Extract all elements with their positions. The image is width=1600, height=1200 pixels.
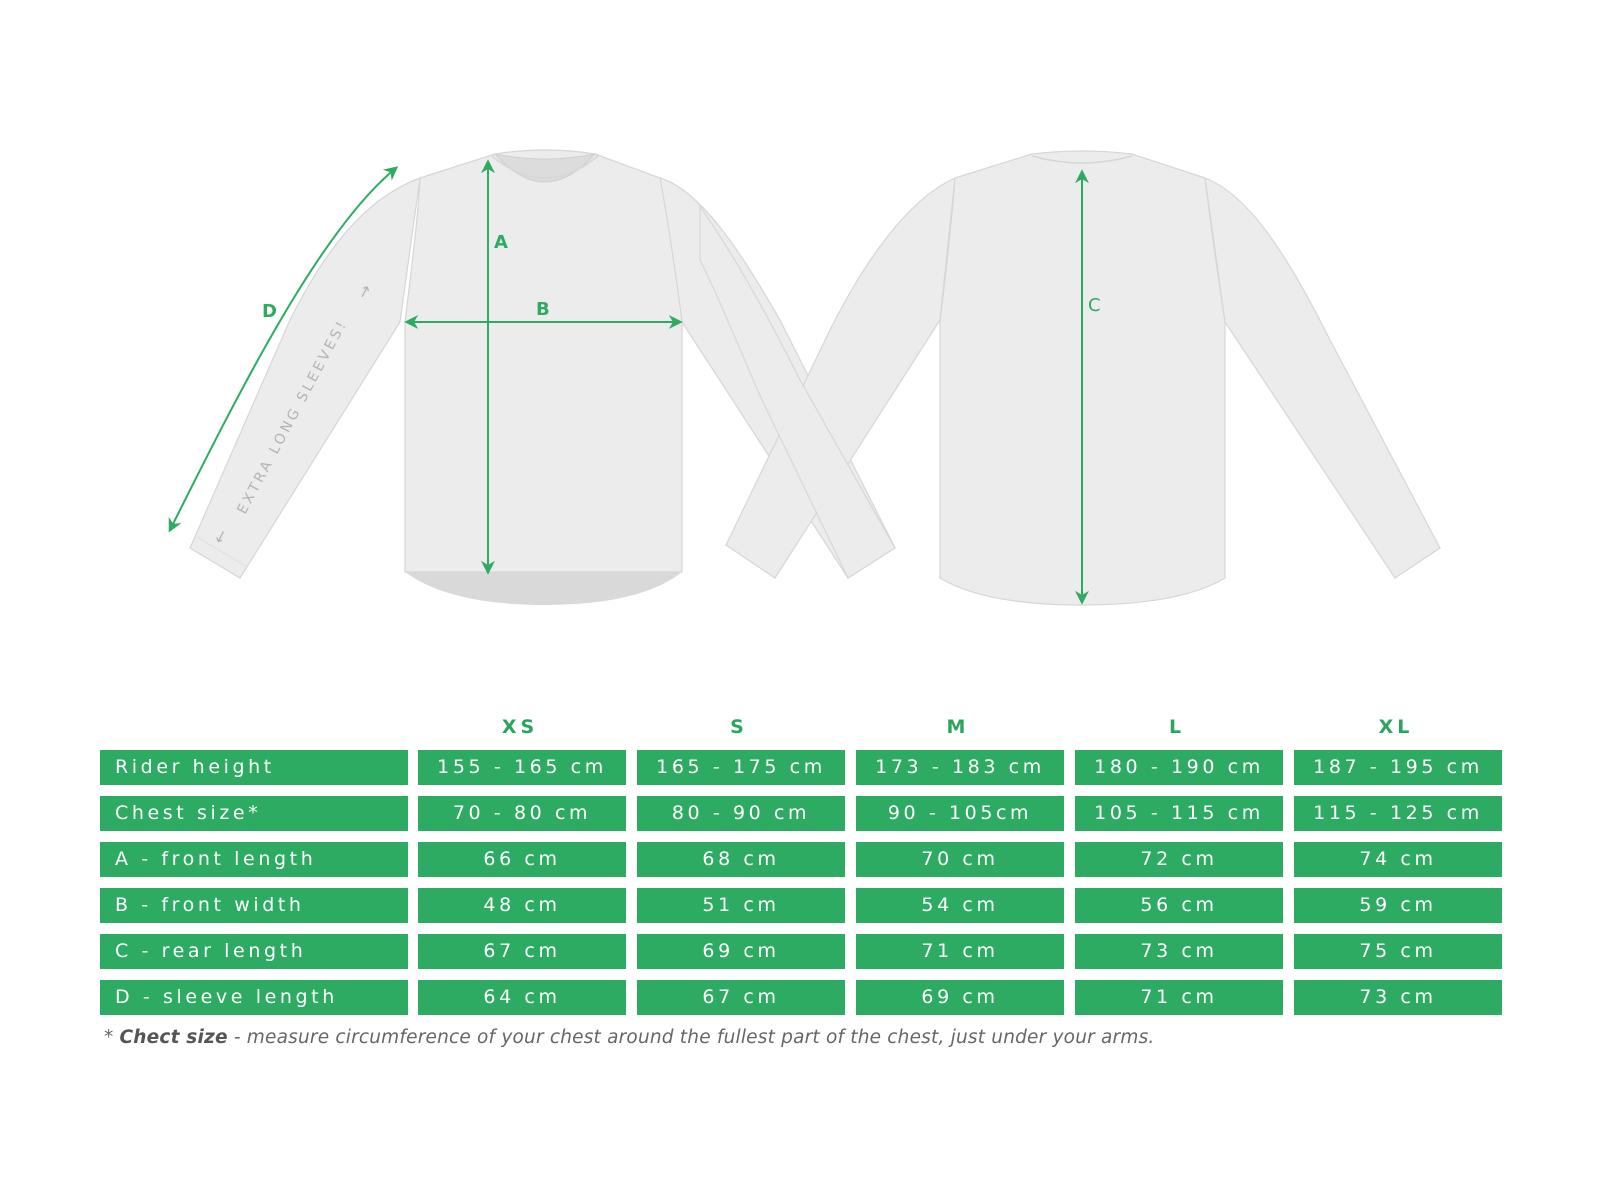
label-b: B <box>536 299 550 320</box>
size-header-xs: XS <box>501 716 539 738</box>
cell-l: 73 cm <box>1075 934 1283 969</box>
cell-l: 72 cm <box>1075 842 1283 877</box>
label-c: C <box>1088 295 1101 316</box>
cell-l: 105 - 115 cm <box>1075 796 1283 831</box>
label-a: A <box>494 232 508 253</box>
cell-xl: 74 cm <box>1294 842 1502 877</box>
cell-m: 173 - 183 cm <box>856 750 1064 785</box>
back-jersey <box>699 150 1441 606</box>
jersey-illustration: A B C D EXTRA LONG SLEEVES! ← → <box>168 149 1441 606</box>
cell-l: 180 - 190 cm <box>1075 750 1283 785</box>
row-label: Rider height <box>100 750 408 785</box>
cell-xl: 73 cm <box>1294 980 1502 1015</box>
cell-m: 69 cm <box>856 980 1064 1015</box>
cell-l: 71 cm <box>1075 980 1283 1015</box>
cell-xl: 187 - 195 cm <box>1294 750 1502 785</box>
cell-xs: 66 cm <box>418 842 626 877</box>
cell-xl: 75 cm <box>1294 934 1502 969</box>
measure-d-arrow <box>168 166 399 533</box>
row-label: Chest size* <box>100 796 408 831</box>
cell-xs: 155 - 165 cm <box>418 750 626 785</box>
cell-s: 51 cm <box>637 888 845 923</box>
cell-l: 56 cm <box>1075 888 1283 923</box>
footnote-asterisk: * <box>104 1027 120 1048</box>
cell-s: 68 cm <box>637 842 845 877</box>
size-header-s: S <box>730 716 748 738</box>
jersey-diagram: A B C D EXTRA LONG SLEEVES! ← → <box>168 149 1441 606</box>
row-label: D - sleeve length <box>100 980 408 1015</box>
cell-m: 70 cm <box>856 842 1064 877</box>
size-header-l: L <box>1168 716 1186 738</box>
footnote-text: - measure circumference of your chest ar… <box>227 1027 1155 1048</box>
cell-xl: 59 cm <box>1294 888 1502 923</box>
footnote-term: Chect size <box>119 1027 228 1048</box>
label-d: D <box>262 301 277 322</box>
cell-m: 71 cm <box>856 934 1064 969</box>
cell-xs: 64 cm <box>418 980 626 1015</box>
cell-s: 69 cm <box>637 934 845 969</box>
cell-m: 90 - 105cm <box>856 796 1064 831</box>
cell-s: 80 - 90 cm <box>637 796 845 831</box>
cell-s: 165 - 175 cm <box>637 750 845 785</box>
size-header-m: M <box>946 716 970 738</box>
cell-xs: 67 cm <box>418 934 626 969</box>
cell-m: 54 cm <box>856 888 1064 923</box>
chest-size-footnote: * Chect size - measure circumference of … <box>104 1027 1155 1048</box>
row-label: C - rear length <box>100 934 408 969</box>
cell-xs: 70 - 80 cm <box>418 796 626 831</box>
cell-s: 67 cm <box>637 980 845 1015</box>
cell-xl: 115 - 125 cm <box>1294 796 1502 831</box>
row-label: B - front width <box>100 888 408 923</box>
cell-xs: 48 cm <box>418 888 626 923</box>
size-header-xl: XL <box>1378 716 1414 738</box>
row-label: A - front length <box>100 842 408 877</box>
